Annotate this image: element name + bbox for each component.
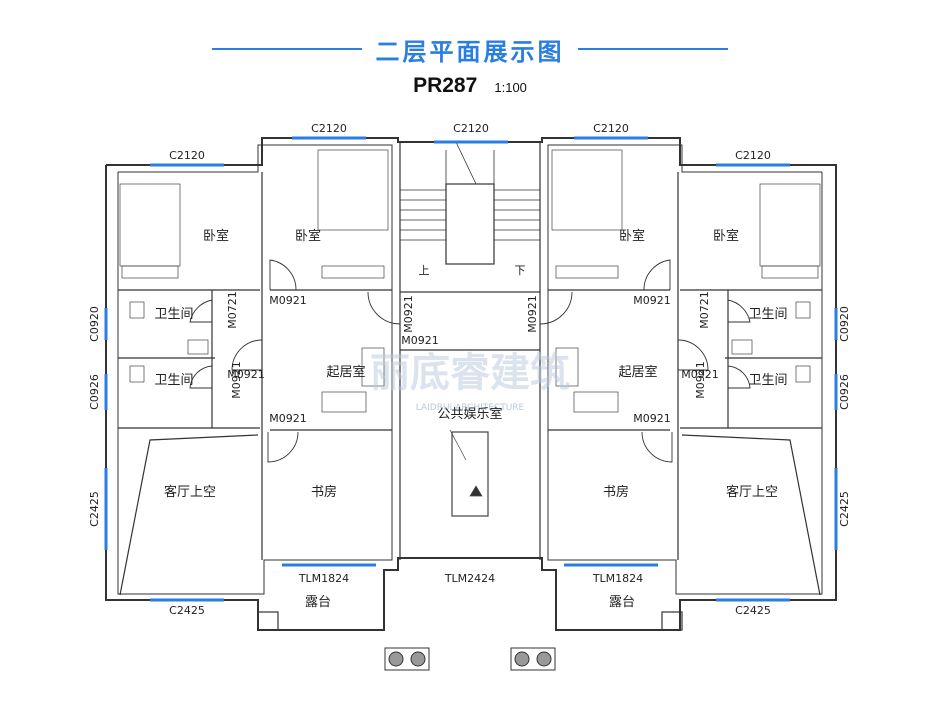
door-label: M0721 — [698, 291, 711, 329]
title-line-right — [578, 48, 728, 50]
door-label: M0921 — [269, 412, 307, 425]
room-label-study: 书房 — [311, 484, 337, 500]
watermark-sub: LAIDRUI ARCHITECTURE — [416, 403, 525, 413]
window-label: C2120 — [453, 122, 489, 135]
windows — [104, 136, 838, 602]
window-label: C2425 — [169, 604, 205, 617]
room-label-entertainment: 公共娱乐室 — [437, 406, 502, 422]
room-label-bedroom: 卧室 — [713, 228, 739, 244]
window-label: C2425 — [735, 604, 771, 617]
window-label: C0926 — [88, 374, 101, 410]
door-label: M0921 — [526, 295, 539, 333]
window-label: C0926 — [838, 374, 851, 410]
room-label-terrace: 露台 — [609, 595, 635, 610]
billiard-table-icon — [451, 431, 489, 517]
window-label: C2120 — [735, 149, 771, 162]
doors — [189, 259, 751, 463]
window-label: C2120 — [593, 122, 629, 135]
plan-code: PR287 — [413, 74, 478, 97]
sink-icon — [731, 339, 753, 355]
window-label: C2425 — [88, 491, 101, 527]
room-label-living-room: 起居室 — [618, 364, 657, 380]
plan-code-line: PR287 1:100 — [0, 74, 940, 98]
window-label: TLM1824 — [298, 572, 349, 585]
toilet-icon — [795, 365, 811, 383]
door-label: M0921 — [681, 368, 719, 381]
door-label: M0921 — [633, 412, 671, 425]
door-label: M0721 — [226, 291, 239, 329]
sofa-icon — [321, 391, 367, 413]
room-label-living-void: 客厅上空 — [164, 484, 216, 500]
toilet-icon — [795, 301, 811, 319]
room-label-living-room: 起居室 — [326, 364, 365, 380]
door-label: M0921 — [402, 295, 415, 333]
toilet-icon — [129, 301, 145, 319]
room-label-bathroom: 卫生间 — [154, 307, 193, 322]
sofa-icon — [361, 347, 385, 387]
door-label: M0921 — [269, 294, 307, 307]
stair-up-label: 上 — [419, 264, 430, 277]
door-label: M0921 — [401, 334, 439, 347]
room-label-bathroom: 卫生间 — [748, 373, 787, 388]
page-title: 二层平面展示图 — [375, 38, 565, 66]
window-label: TLM1824 — [592, 572, 643, 585]
door-label: M0921 — [230, 361, 243, 399]
walls — [105, 137, 837, 631]
room-label-bathroom: 卫生间 — [154, 373, 193, 388]
stair-down-label: 下 — [515, 264, 526, 277]
room-label-study: 书房 — [603, 484, 629, 500]
window-label: TLM2424 — [444, 572, 495, 585]
bed-icon — [317, 149, 389, 231]
watermark: 丽底睿建筑 — [370, 350, 570, 396]
room-label-bathroom: 卫生间 — [748, 307, 787, 322]
window-label: C0920 — [838, 306, 851, 342]
plan-scale: 1:100 — [494, 80, 527, 95]
window-label: C2425 — [838, 491, 851, 527]
door-label: M0921 — [633, 294, 671, 307]
door-label: M0921 — [227, 368, 265, 381]
sofa-icon — [573, 391, 619, 413]
room-label-bedroom: 卧室 — [619, 228, 645, 244]
sink-icon — [187, 339, 209, 355]
bed-icon — [759, 183, 821, 267]
room-label-bedroom: 卧室 — [203, 228, 229, 244]
title-bar: 二层平面展示图 — [0, 28, 940, 68]
room-label-living-void: 客厅上空 — [726, 484, 778, 500]
furniture — [119, 149, 821, 517]
bed-icon — [551, 149, 623, 231]
drain-fixtures — [384, 647, 556, 671]
window-label: C2120 — [311, 122, 347, 135]
room-label-terrace: 露台 — [305, 595, 331, 610]
window-label: C0920 — [88, 306, 101, 342]
room-label-bedroom: 卧室 — [295, 228, 321, 244]
window-label: C2120 — [169, 149, 205, 162]
door-label: M0921 — [694, 361, 707, 399]
toilet-icon — [129, 365, 145, 383]
bed-icon — [119, 183, 181, 267]
sofa-icon — [555, 347, 579, 387]
title-line-left — [212, 48, 362, 50]
